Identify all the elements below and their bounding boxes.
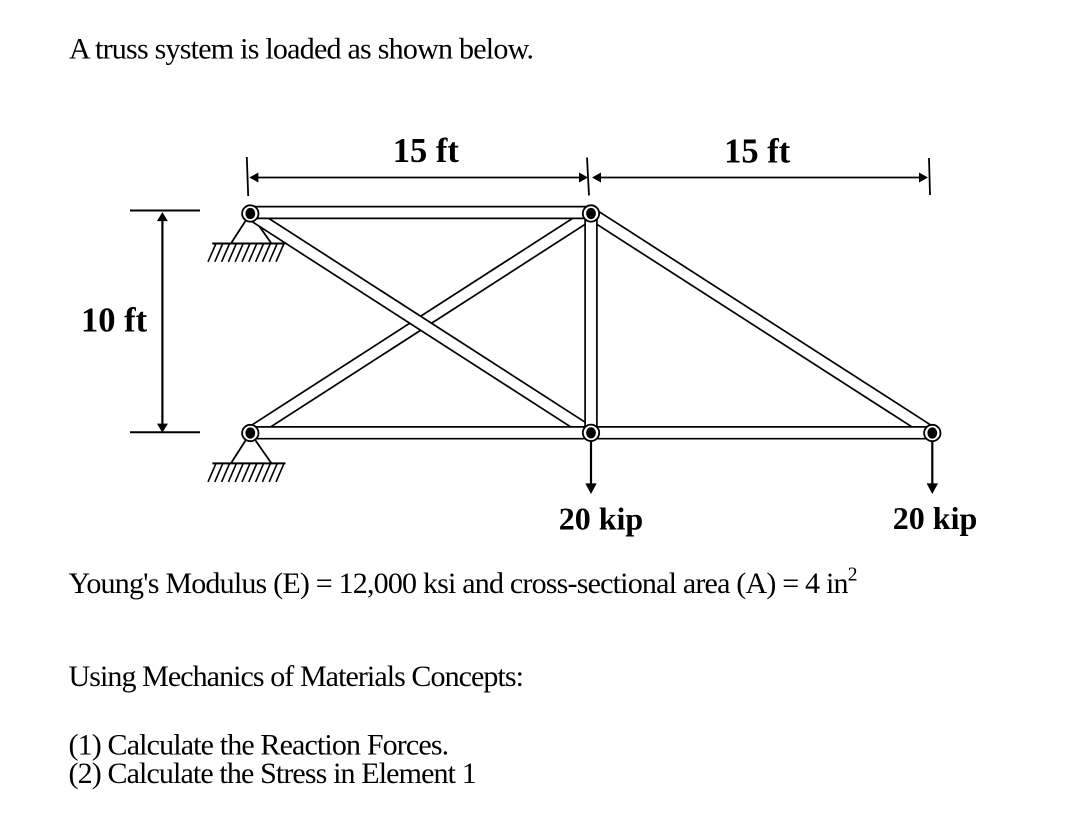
svg-text:10 ft: 10 ft [81,301,148,339]
svg-text:Using Mechanics of Materials C: Using Mechanics of Materials Concepts: [69,660,524,693]
svg-text:15 ft: 15 ft [393,132,460,170]
svg-text:(2) Calculate the Stress in El: (2) Calculate the Stress in Element 1 [69,757,476,790]
svg-text:A truss system is loaded as sh: A truss system is loaded as shown below. [69,33,533,66]
svg-text:20 kip: 20 kip [559,501,643,537]
svg-text:20 kip: 20 kip [893,500,977,536]
svg-text:Young's Modulus (E) = 12,000 k: Young's Modulus (E) = 12,000 ksi and cro… [69,564,858,600]
svg-text:15 ft: 15 ft [724,132,791,170]
svg-text:(1) Calculate the Reaction For: (1) Calculate the Reaction Forces. [69,728,449,761]
